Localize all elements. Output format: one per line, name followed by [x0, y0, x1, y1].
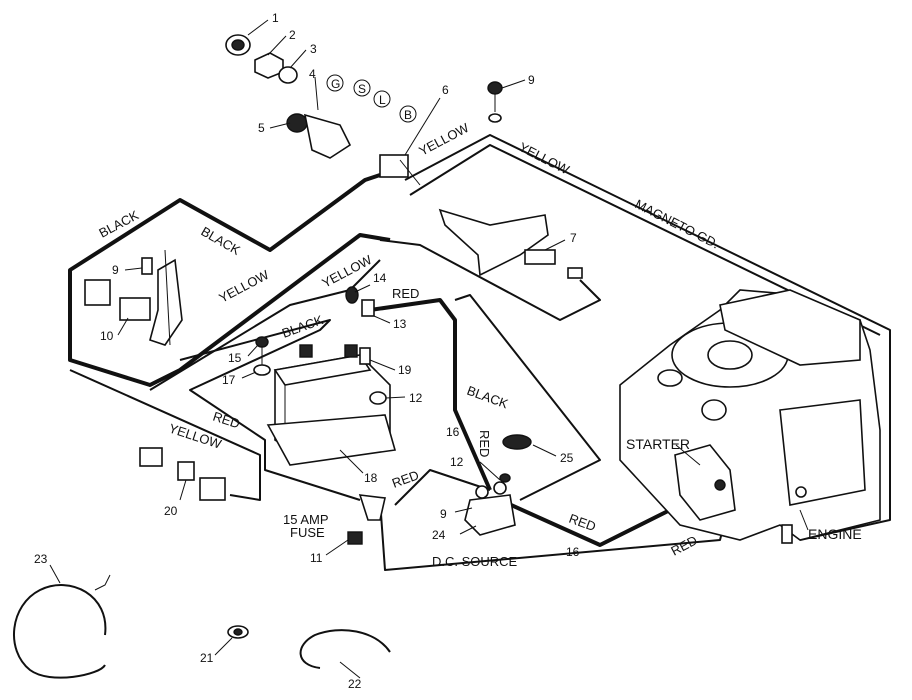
callout-9-top: 9 — [528, 73, 535, 87]
black-harness-wire — [68, 173, 391, 387]
nut-12-battery — [369, 391, 387, 405]
yellow-to-7-wire — [379, 239, 601, 321]
callout-19: 19 — [398, 363, 412, 377]
label-black-left: BLACK — [96, 207, 141, 240]
callout-25: 25 — [560, 451, 574, 465]
terminal-s: S — [358, 82, 366, 96]
label-fuse-line2: FUSE — [290, 525, 325, 540]
label-red-left: RED — [211, 409, 242, 432]
red-left-wire — [179, 319, 361, 501]
label-red-engine: RED — [668, 533, 699, 559]
engine — [619, 289, 881, 544]
callout-3: 3 — [310, 42, 317, 56]
callout-12-battery: 12 — [409, 391, 423, 405]
label-red-top: RED — [392, 286, 419, 301]
label-black-top: BLACK — [199, 224, 244, 258]
terminal-g: G — [331, 77, 340, 91]
key-switch-group — [225, 34, 417, 159]
callout-11: 11 — [310, 551, 323, 565]
solenoid-24 — [464, 473, 516, 536]
wire-23 — [13, 574, 111, 679]
callout-20: 20 — [164, 504, 178, 518]
callout-18: 18 — [364, 471, 378, 485]
callout-23: 23 — [34, 552, 48, 566]
fuse-11 — [347, 531, 363, 545]
black-center-wire — [454, 294, 601, 501]
dc-source-wire-b — [394, 469, 491, 506]
clamp-21 — [227, 625, 249, 639]
callout-14: 14 — [373, 271, 387, 285]
callout-15: 15 — [228, 351, 242, 365]
yellow-magneto-wire-inner — [409, 144, 881, 336]
leader-lines — [49, 19, 809, 679]
battery — [266, 344, 397, 466]
bracket-7 — [438, 208, 583, 279]
label-red-solenoid: RED — [390, 467, 421, 490]
callout-9-left: 9 — [112, 263, 119, 277]
callout-7: 7 — [570, 231, 577, 245]
yellow-left-wire — [69, 369, 261, 501]
callout-2: 2 — [289, 28, 296, 42]
terminal-19 — [359, 347, 371, 365]
callout-6: 6 — [442, 83, 449, 97]
callout-13: 13 — [393, 317, 407, 331]
callout-16-right: 16 — [566, 545, 580, 559]
callout-21: 21 — [200, 651, 214, 665]
bolt-14 — [345, 286, 359, 304]
terminal-l: L — [379, 93, 386, 107]
terminal-13 — [361, 299, 375, 317]
label-dc-source: D.C. SOURCE — [432, 554, 518, 569]
label-black-center: BLACK — [465, 383, 510, 412]
label-magneto: MAGNETO GD. — [633, 196, 722, 251]
starter — [674, 444, 736, 521]
callout-22: 22 — [348, 677, 362, 691]
connector-6 — [379, 154, 421, 186]
grommet-25 — [502, 434, 532, 450]
starter-terminal — [714, 479, 726, 491]
label-starter: STARTER — [626, 436, 690, 452]
callout-4: 4 — [309, 67, 316, 81]
terminal-b: B — [404, 108, 412, 122]
fuse-holder — [358, 494, 386, 521]
callout-1: 1 — [272, 11, 279, 25]
callout-5: 5 — [258, 121, 265, 135]
label-yellow-top: YELLOW — [416, 120, 472, 159]
ground-bolt — [253, 336, 271, 376]
wire-22 — [299, 629, 391, 669]
callout-9-solenoid: 9 — [440, 507, 447, 521]
label-fuse-line1: 15 AMP — [283, 512, 329, 527]
callout-24: 24 — [432, 528, 446, 542]
callout-16-left: 16 — [446, 425, 460, 439]
yellow-magneto-wire — [404, 134, 891, 541]
callout-17: 17 — [222, 373, 236, 387]
label-engine: ENGINE — [808, 526, 862, 542]
bolt-9-top — [487, 81, 503, 123]
label-black-battery: BLACK — [280, 312, 325, 341]
seat-switch-group — [84, 249, 183, 346]
red-top-wire — [369, 298, 492, 491]
yellow-battery-wire — [149, 259, 381, 391]
callout-12-solenoid: 12 — [450, 455, 464, 469]
label-yellow-mid: YELLOW — [216, 267, 272, 306]
callout-10: 10 — [100, 329, 114, 343]
label-red-vertical: RED — [477, 430, 492, 457]
